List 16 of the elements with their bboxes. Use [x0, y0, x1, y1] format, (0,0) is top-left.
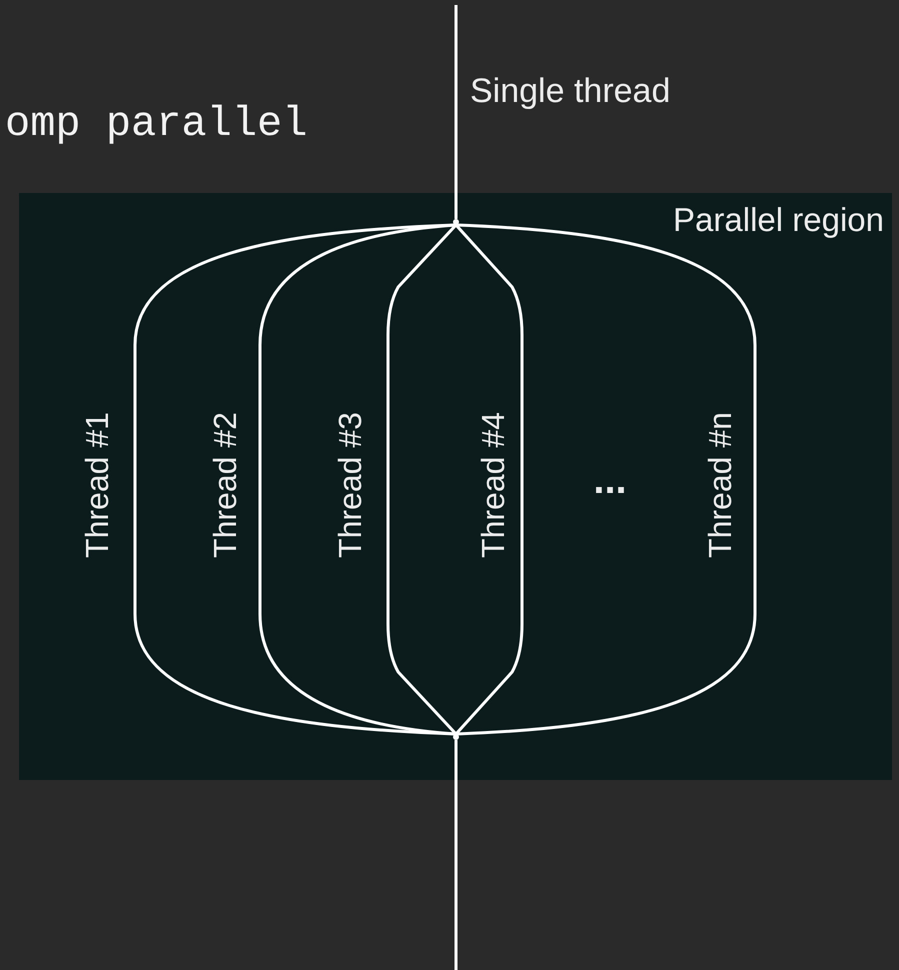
- thread-curve: [258, 224, 456, 736]
- thread-line: [454, 5, 458, 219]
- thread-label: Thread #n: [704, 412, 736, 558]
- edge-label: Single thread: [470, 74, 670, 108]
- region-title: Parallel region: [673, 203, 884, 236]
- thread-curve: [454, 224, 524, 735]
- code-label: omp parallel: [5, 103, 308, 145]
- ellipsis-label: ...: [593, 460, 627, 500]
- thread-line: [454, 740, 458, 970]
- thread-label: Thread #1: [81, 412, 113, 558]
- thread-curve: [386, 224, 458, 736]
- thread-label: Thread #4: [477, 412, 509, 558]
- thread-label: Thread #3: [334, 412, 366, 558]
- thread-label: Thread #2: [209, 412, 241, 558]
- region-panel: [19, 193, 892, 780]
- thread-curve: [456, 224, 756, 736]
